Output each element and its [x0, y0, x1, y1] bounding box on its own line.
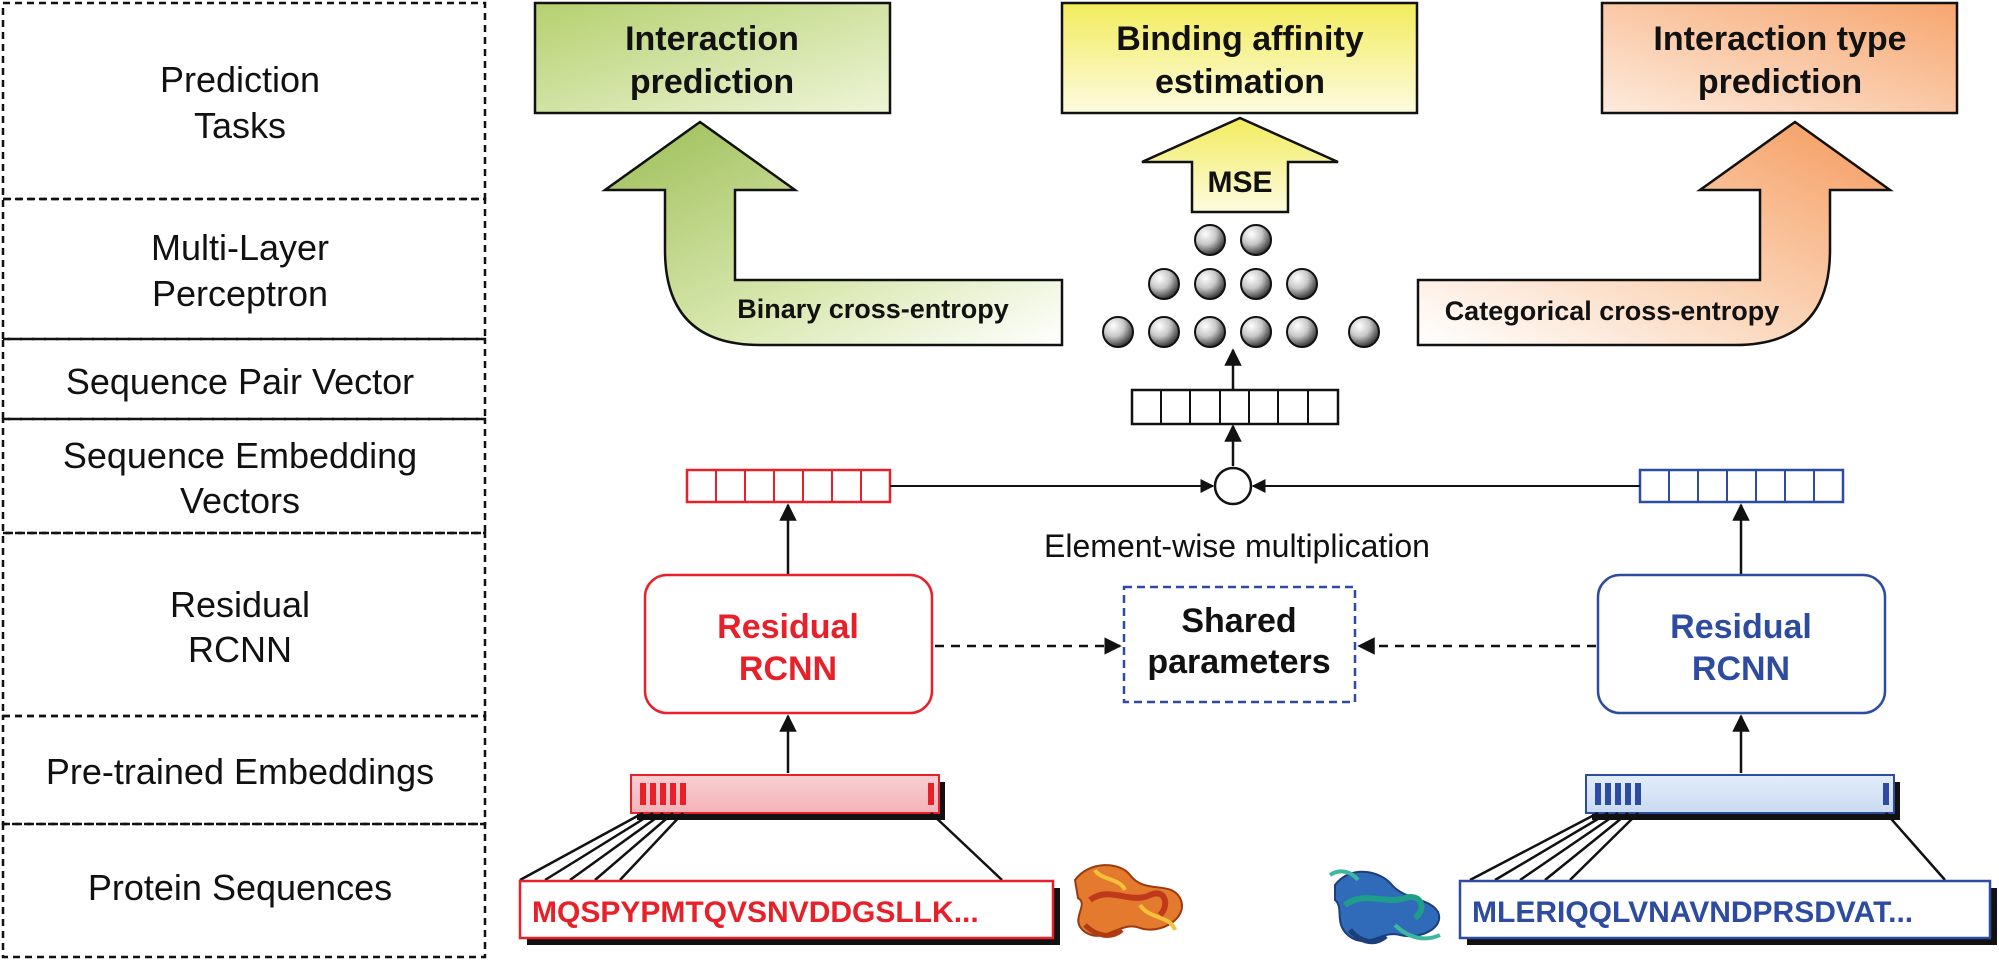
shared-parameters-box: Shared parameters	[1122, 585, 1357, 704]
binding-affinity-box	[1060, 1, 1419, 115]
right-sequence-connectors	[1469, 811, 1946, 882]
right-protein-sequence: MLERIQQLVNAVNDPRSDVAT...	[1458, 879, 1997, 945]
element-wise-multiplication-label: Element-wise multiplication	[1044, 528, 1430, 564]
row-protein-sequences: Protein Sequences	[1, 822, 487, 959]
row-label-line1: Multi-Layer	[151, 227, 329, 268]
shared-line1: Shared	[1181, 602, 1296, 640]
binding-affinity-branch: Binding affinity estimation MSE	[1060, 1, 1419, 214]
row-labels: Prediction Tasks Multi-Layer Perceptron …	[1, 1, 487, 959]
interaction-title-line2: prediction	[630, 63, 794, 101]
categorical-cross-entropy-arrow	[1416, 120, 1894, 347]
row-label-line1: Sequence Embedding	[63, 435, 417, 476]
shared-line2: parameters	[1147, 643, 1330, 681]
row-sequence-embedding-vectors: Sequence Embedding Vectors	[1, 417, 487, 535]
row-label-line1: Pre-trained Embeddings	[46, 751, 434, 792]
binary-cross-entropy-label: Binary cross-entropy	[737, 294, 1009, 324]
left-pretrained-embedding	[630, 774, 945, 820]
mlp-node	[1240, 224, 1272, 256]
right-embedding-vector	[1638, 468, 1845, 504]
right-rcnn-line2: RCNN	[1692, 650, 1790, 688]
row-label-line2: Tasks	[194, 105, 286, 146]
mse-label: MSE	[1207, 166, 1272, 199]
mlp-node	[1194, 268, 1226, 300]
multiplication-node	[1213, 466, 1253, 506]
sequence-pair-vector	[1130, 388, 1340, 426]
affinity-title-line1: Binding affinity	[1116, 20, 1364, 58]
right-pretrained-embedding	[1585, 774, 1900, 820]
right-sequence-text: MLERIQQLVNAVNDPRSDVAT...	[1472, 896, 1913, 929]
row-multi-layer-perceptron: Multi-Layer Perceptron	[1, 197, 487, 341]
left-sequence-text: MQSPYPMTQVSNVDDGSLLK...	[532, 896, 979, 929]
mlp-node	[1194, 224, 1226, 256]
type-title-line1: Interaction type	[1653, 20, 1906, 58]
mlp-node	[1286, 268, 1318, 300]
row-label-line2: Perceptron	[152, 273, 328, 314]
left-protein-structure-image	[1073, 864, 1183, 938]
mlp-node	[1240, 268, 1272, 300]
left-sequence-connectors	[519, 811, 1003, 882]
mlp-node	[1148, 268, 1180, 300]
binary-cross-entropy-arrow	[601, 120, 1064, 347]
mlp-node	[1194, 316, 1226, 348]
right-residual-rcnn: Residual RCNN	[1596, 573, 1887, 715]
mlp-node	[1102, 316, 1134, 348]
row-label-line2: Vectors	[180, 480, 300, 521]
row-label-line2: RCNN	[188, 629, 292, 670]
mlp-nodes	[1102, 224, 1380, 348]
mlp-node	[1148, 316, 1180, 348]
left-embedding-vector	[685, 468, 892, 504]
left-rcnn-line1: Residual	[717, 608, 859, 646]
row-sequence-pair-vector: Sequence Pair Vector	[1, 337, 487, 421]
mlp-node	[1240, 316, 1272, 348]
affinity-title-line2: estimation	[1155, 63, 1325, 101]
interaction-prediction-branch: Interaction prediction Binary cross-entr…	[533, 1, 1064, 347]
row-prediction-tasks: Prediction Tasks	[1, 1, 487, 201]
row-label-line1: Prediction	[160, 59, 320, 100]
left-residual-rcnn: Residual RCNN	[643, 573, 934, 715]
left-protein-sequence: MQSPYPMTQVSNVDDGSLLK...	[518, 879, 1060, 945]
left-rcnn-line2: RCNN	[739, 650, 837, 688]
mlp-node	[1348, 316, 1380, 348]
mlp-node	[1286, 316, 1318, 348]
interaction-title-line1: Interaction	[625, 20, 799, 58]
type-title-line2: prediction	[1698, 63, 1862, 101]
row-label-line1: Sequence Pair Vector	[66, 361, 414, 402]
right-rcnn-line1: Residual	[1670, 608, 1812, 646]
interaction-type-branch: Interaction type prediction Categorical …	[1416, 1, 1959, 347]
row-residual-rcnn: Residual RCNN	[1, 531, 487, 718]
row-label-line1: Protein Sequences	[88, 867, 392, 908]
row-pre-trained-embeddings: Pre-trained Embeddings	[1, 714, 487, 826]
row-label-line1: Residual	[170, 584, 310, 625]
right-protein-structure-image	[1328, 869, 1441, 945]
mse-arrow	[1141, 116, 1339, 214]
interaction-prediction-box	[533, 1, 892, 115]
categorical-cross-entropy-label: Categorical cross-entropy	[1445, 296, 1780, 326]
interaction-type-box	[1600, 1, 1959, 115]
